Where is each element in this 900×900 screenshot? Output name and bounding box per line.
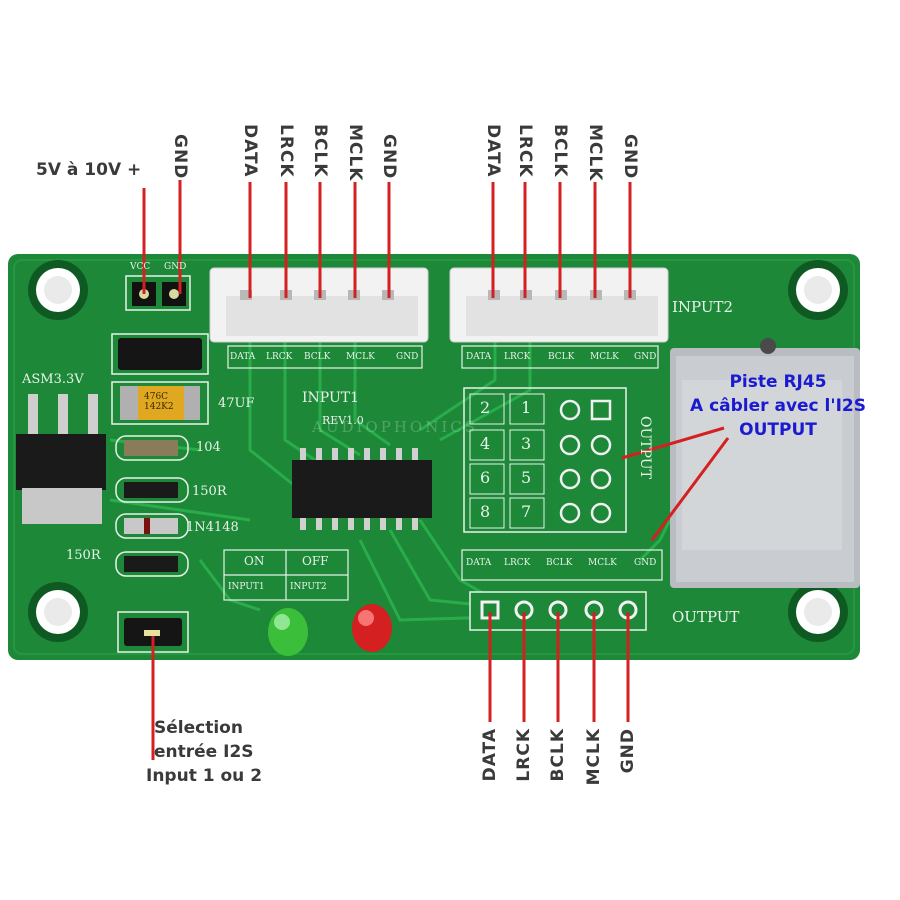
silk-hdr-label: DATA	[230, 352, 256, 362]
silk-board-input1: INPUT1	[302, 390, 359, 406]
silk-hdr-label: MCLK	[590, 352, 619, 362]
label-input2-pin: BCLK	[550, 124, 570, 178]
regulator	[16, 394, 106, 524]
silk-gnd: GND	[164, 262, 187, 272]
silk-hdr-label: DATA	[466, 352, 492, 362]
rj45-note-line: A câbler avec l'I2S	[690, 396, 866, 416]
silk-on: ON	[244, 554, 265, 568]
silk-watermark: AUDIOPHONICS	[312, 418, 478, 436]
label-input1-pin: BCLK	[310, 124, 330, 178]
label-selection-line: entrée I2S	[154, 742, 254, 762]
silk-150r-b: 150R	[66, 548, 101, 563]
ic-chip	[292, 448, 432, 530]
silk-input2-switch: INPUT2	[290, 582, 327, 592]
silk-hdr-label: GND	[634, 558, 657, 568]
led-green	[268, 608, 308, 656]
label-power: 5V à 10V +	[36, 160, 142, 180]
silk-input1-switch: INPUT1	[228, 582, 265, 592]
silk-hdr-label: BCLK	[304, 352, 331, 362]
silk-hdr-label: BCLK	[546, 558, 573, 568]
pad-num: 2	[480, 398, 491, 417]
silk-hdr-label: MCLK	[346, 352, 375, 362]
silk-hdr-label: LRCK	[266, 352, 293, 362]
silk-104: 104	[196, 440, 221, 455]
silk-input2: INPUT2	[672, 298, 734, 316]
label-output-pin: DATA	[480, 728, 500, 782]
silk-diode: 1N4148	[186, 520, 239, 535]
label-output-pin: LRCK	[514, 728, 534, 782]
silk-output: OUTPUT	[672, 608, 740, 626]
rj45-jack	[670, 338, 860, 588]
label-power-gnd: GND	[170, 134, 190, 180]
label-output-pin: BCLK	[548, 728, 568, 782]
rj45-note-line: OUTPUT	[739, 420, 817, 440]
label-input2-pin: MCLK	[585, 124, 605, 182]
label-input2-pin: LRCK	[515, 124, 535, 178]
rj45-note: Piste RJ45 A câbler avec l'I2S OUTPUT	[668, 370, 888, 442]
silk-hdr-label: LRCK	[504, 558, 531, 568]
silk-hdr-label: DATA	[466, 558, 492, 568]
pad-num: 6	[480, 468, 491, 487]
label-output-pin: MCLK	[584, 728, 604, 786]
pad-num: 3	[521, 434, 532, 453]
silk-hdr-label: MCLK	[588, 558, 617, 568]
pad-num: 4	[480, 434, 491, 453]
silk-rev: REV1.0	[322, 414, 364, 427]
silk-output-vertical: OUTPUT	[637, 416, 653, 479]
pcb-board	[8, 254, 860, 660]
silk-cap-marking: 476C 142K2	[144, 392, 174, 412]
silk-regulator: ASM3.3V	[22, 372, 84, 387]
silk-hdr-label: BCLK	[548, 352, 575, 362]
label-selection: Sélection entrée I2S Input 1 ou 2	[146, 716, 286, 788]
silk-hdr-label: LRCK	[504, 352, 531, 362]
silk-150r-a: 150R	[192, 484, 227, 499]
label-selection-line: Input 1 ou 2	[146, 766, 263, 786]
label-input1-pin: LRCK	[276, 124, 296, 178]
label-input1-pin: MCLK	[345, 124, 365, 182]
silk-hdr-label: GND	[396, 352, 419, 362]
silk-off: OFF	[302, 554, 329, 568]
silk-cap: 47UF	[218, 396, 255, 411]
label-output-pin: GND	[618, 728, 638, 774]
mounting-holes	[28, 260, 848, 642]
silk-vcc: VCC	[130, 262, 151, 272]
label-input1-pin: GND	[379, 134, 399, 180]
rj45-note-line: Piste RJ45	[729, 372, 827, 392]
led-red	[352, 604, 392, 652]
pad-grid	[463, 387, 627, 533]
pad-num: 5	[521, 468, 532, 487]
callout-wires	[142, 180, 730, 760]
pad-num: 1	[521, 398, 532, 417]
label-input2-pin: GND	[620, 134, 640, 180]
label-input2-pin: DATA	[483, 124, 503, 178]
pad-num: 7	[521, 502, 532, 521]
label-input1-pin: DATA	[240, 124, 260, 178]
silk-hdr-label: GND	[634, 352, 657, 362]
pad-num: 8	[480, 502, 491, 521]
label-selection-line: Sélection	[154, 718, 243, 738]
